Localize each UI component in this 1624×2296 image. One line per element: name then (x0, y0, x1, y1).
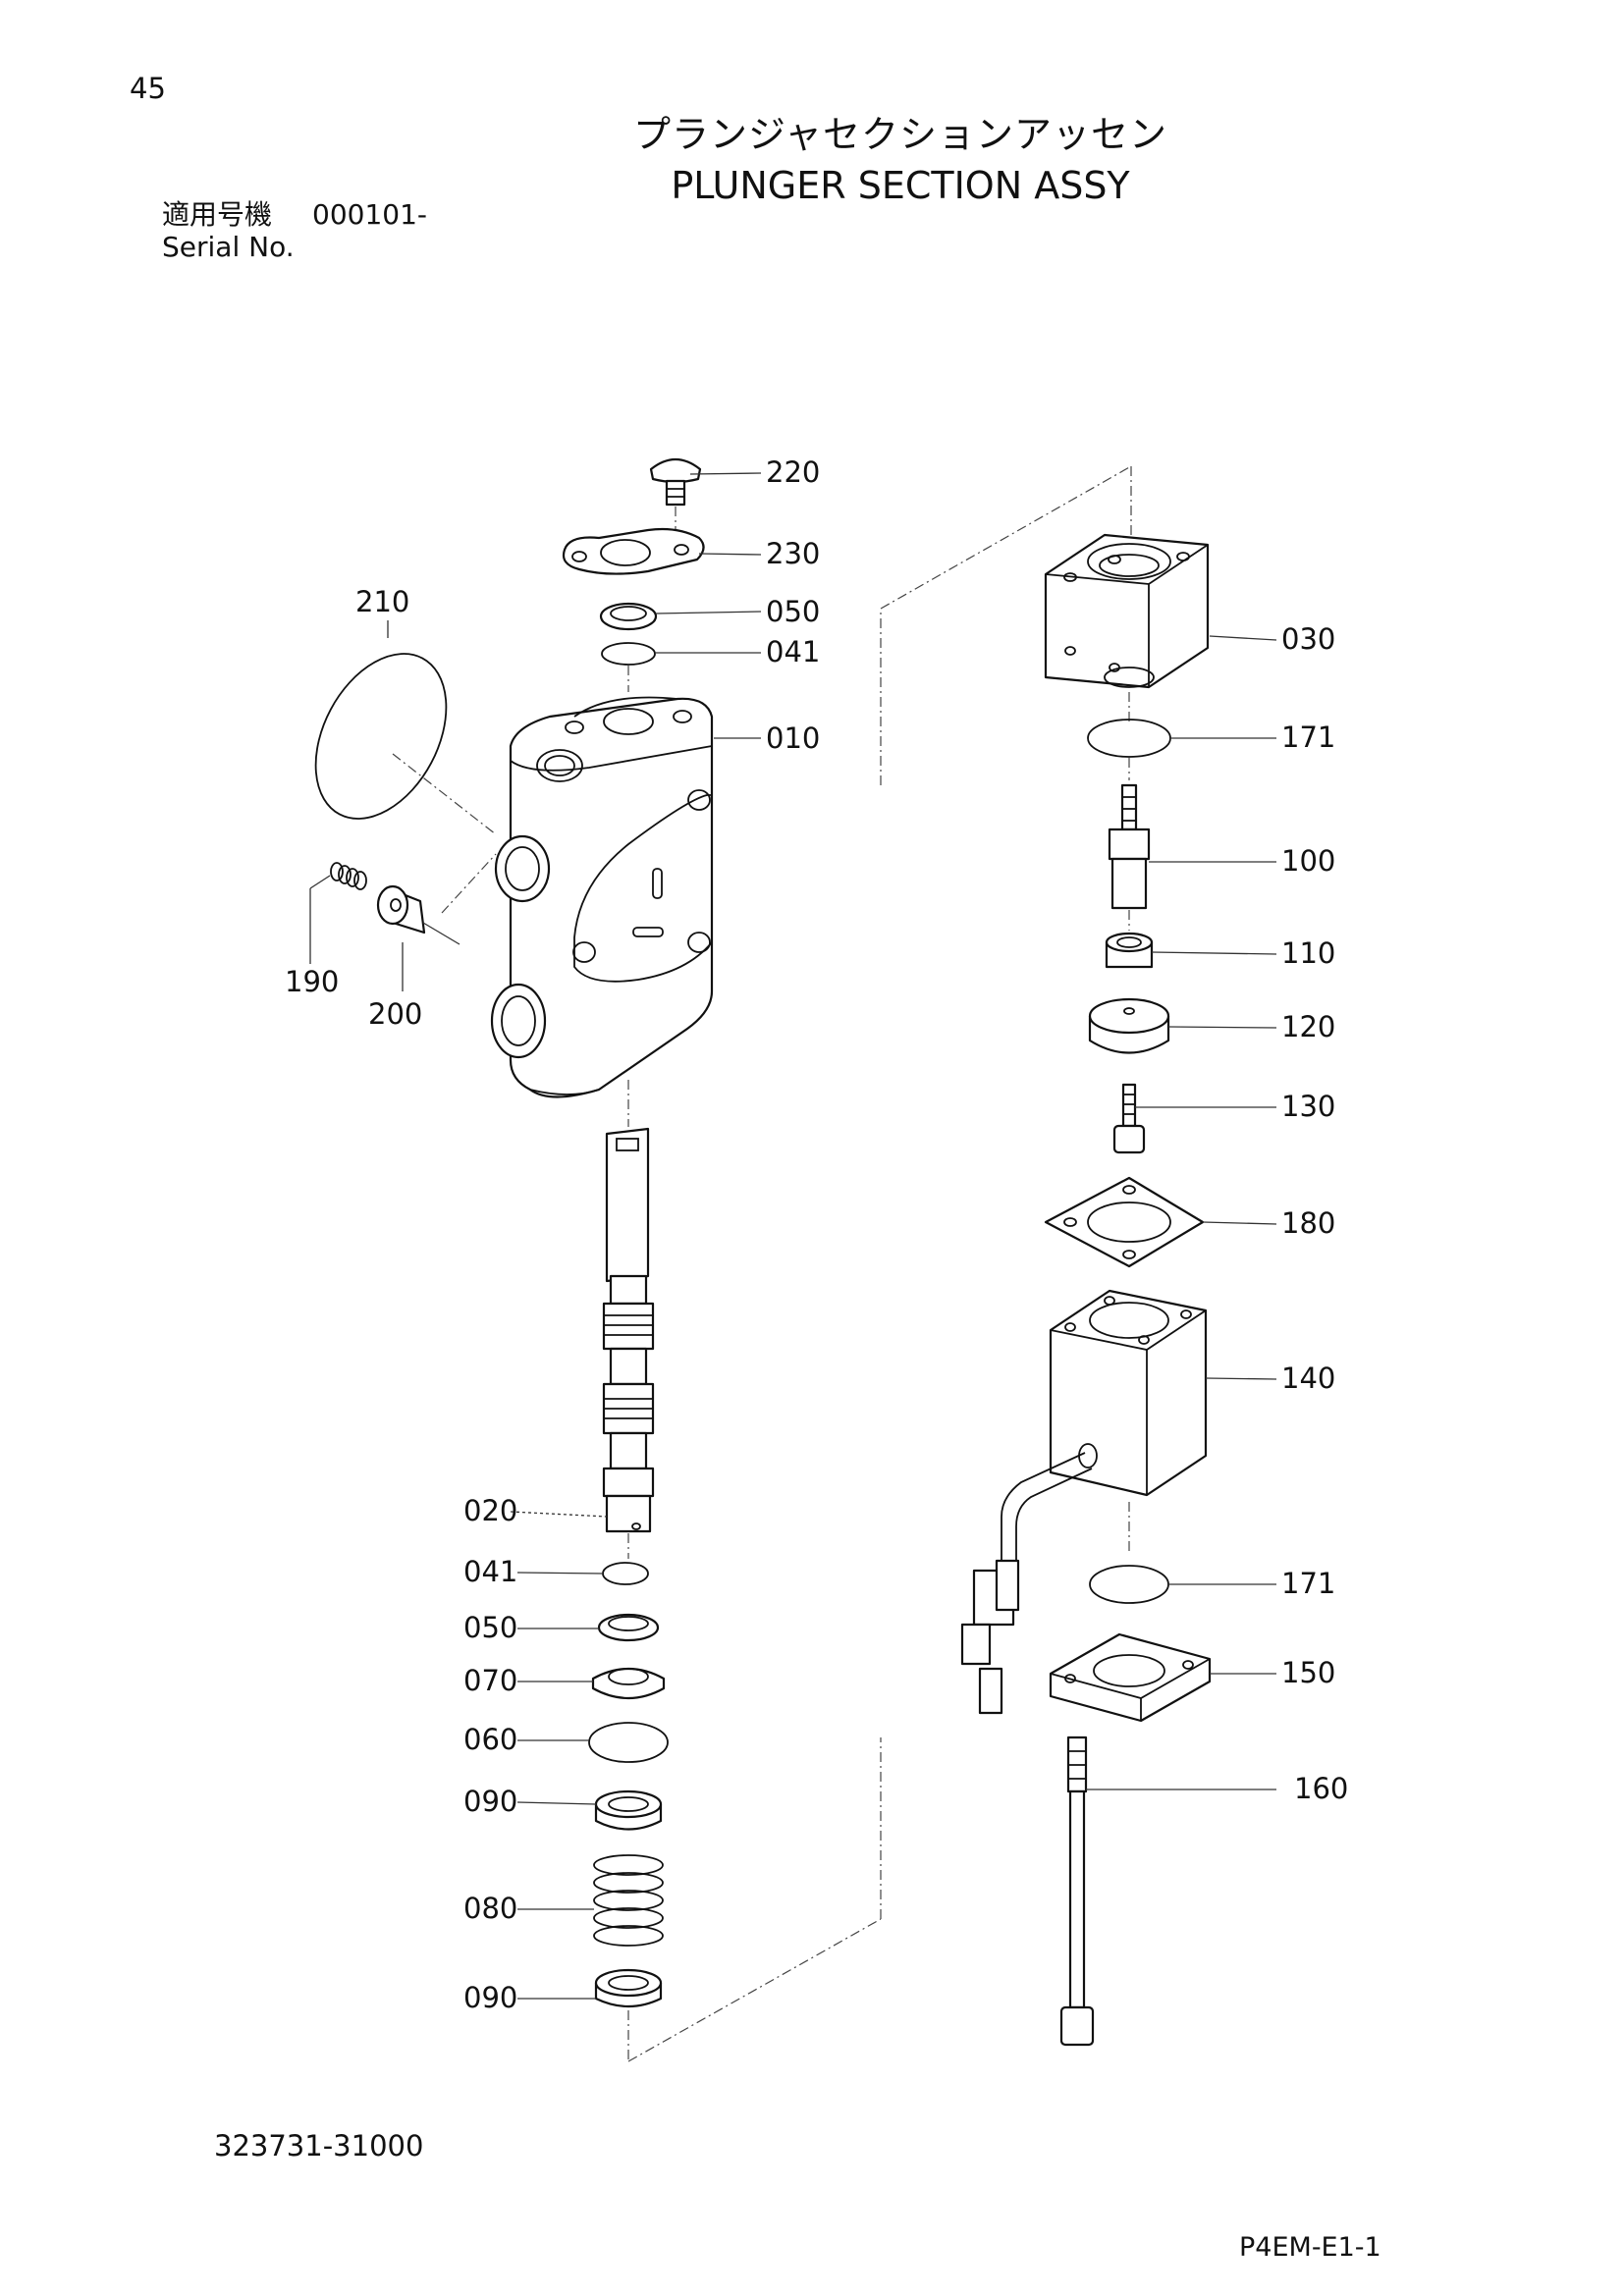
o-ring-060 (588, 1722, 669, 1763)
part-label-210: 210 (355, 585, 409, 618)
valve-body-010 (490, 696, 714, 1098)
part-label-070: 070 (463, 1664, 517, 1697)
spring-080 (593, 1854, 664, 1947)
part-label-150: 150 (1281, 1656, 1335, 1689)
page-number: 45 (130, 72, 166, 105)
part-label-110: 110 (1281, 936, 1335, 970)
serial-label-japanese: 適用号機 (162, 198, 273, 231)
part-label-041-top: 041 (766, 635, 820, 668)
part-label-190: 190 (285, 965, 339, 998)
o-ring-041-bottom (602, 1562, 649, 1585)
part-label-010: 010 (766, 721, 820, 755)
seal-050-bottom (597, 1613, 660, 1642)
part-label-171-bottom: 171 (1281, 1567, 1335, 1600)
part-label-130: 130 (1281, 1090, 1335, 1123)
solenoid-140 (960, 1289, 1208, 1715)
part-label-180: 180 (1281, 1206, 1335, 1240)
seal-070 (591, 1668, 666, 1699)
part-label-030: 030 (1281, 622, 1335, 656)
part-label-050-top: 050 (766, 595, 820, 628)
cap-120 (1088, 997, 1170, 1054)
block-030 (1044, 533, 1210, 689)
part-label-200: 200 (368, 997, 422, 1031)
screw-220 (649, 457, 702, 507)
gasket-180 (1044, 1176, 1205, 1268)
part-label-120: 120 (1281, 1010, 1335, 1043)
part-label-060: 060 (463, 1723, 517, 1756)
part-label-090-top: 090 (463, 1785, 517, 1818)
part-label-220: 220 (766, 455, 820, 489)
spool-020 (602, 1127, 655, 1533)
spring-190 (330, 862, 367, 890)
o-ring-171-top (1087, 719, 1171, 758)
plug-200 (376, 884, 426, 934)
plate-230 (562, 527, 705, 575)
part-label-090-bottom: 090 (463, 1981, 517, 2014)
part-label-080: 080 (463, 1892, 517, 1925)
part-label-230: 230 (766, 537, 820, 570)
page-title-japanese: プランジャセクションアッセン (632, 113, 1168, 156)
pin-100 (1108, 783, 1151, 910)
drawing-number: 323731-31000 (214, 2129, 424, 2163)
seal-050-top (599, 602, 658, 631)
o-ring-041-top (601, 642, 656, 666)
bolt-130 (1112, 1083, 1146, 1154)
part-label-171-top: 171 (1281, 721, 1335, 754)
part-label-020: 020 (463, 1494, 517, 1527)
part-label-041-bottom: 041 (463, 1555, 517, 1588)
serial-label: Serial No. (162, 231, 295, 263)
spring-seat-090-top (594, 1789, 663, 1831)
page-title: PLUNGER SECTION ASSY (671, 164, 1130, 207)
spring-seat-090-bottom (594, 1968, 663, 2008)
bolt-160 (1059, 1735, 1095, 2047)
o-ring-171-bottom (1089, 1565, 1169, 1604)
nut-110 (1105, 932, 1154, 969)
part-label-140: 140 (1281, 1362, 1335, 1395)
page-code: P4EM-E1-1 (1239, 2232, 1381, 2263)
part-label-100: 100 (1281, 844, 1335, 878)
part-label-160: 160 (1294, 1772, 1348, 1805)
serial-range: 000101- (312, 198, 427, 231)
part-label-050-bottom: 050 (463, 1611, 517, 1644)
flange-150 (1049, 1632, 1212, 1723)
o-ring-210 (314, 653, 448, 820)
